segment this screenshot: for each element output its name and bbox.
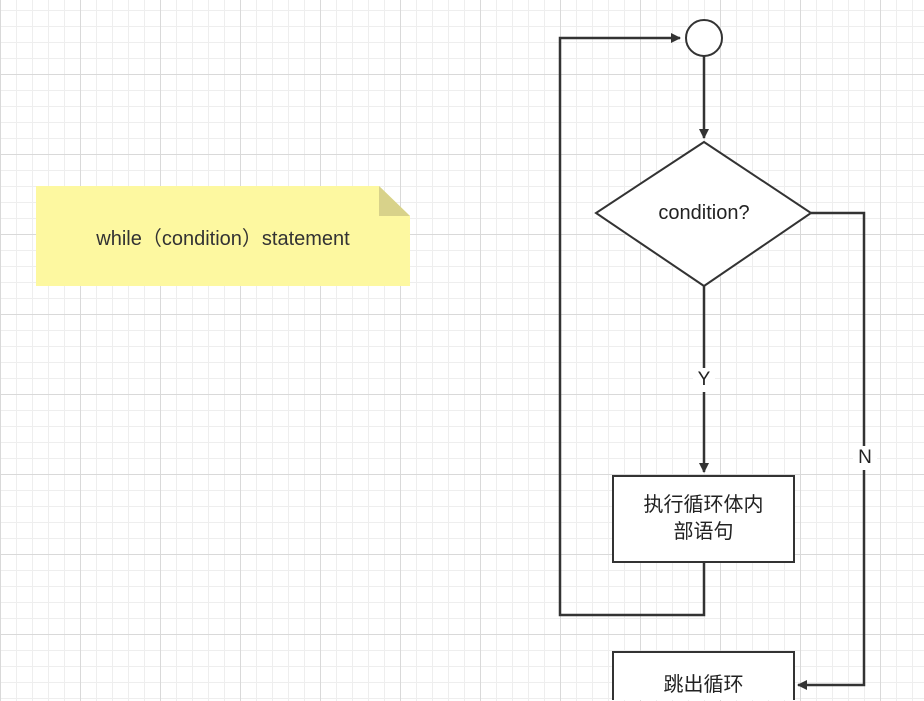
edge-yes-label: Y [693,368,715,392]
loop-body-node[interactable] [612,475,795,563]
loop-body-label: 执行循环体内 部语句 [614,477,793,561]
sticky-note-text: while（condition）statement [96,227,350,250]
edge-loop-back[interactable] [558,33,706,617]
exit-node[interactable] [612,651,795,700]
loop-body-label-line1: 执行循环体内 [643,494,764,516]
edge-no-label: N [853,446,877,470]
sticky-note[interactable] [36,186,410,286]
decision-label: condition? [658,201,750,224]
loop-body-label-line2: 部语句 [673,521,734,543]
start-node[interactable] [685,19,723,57]
exit-label: 跳出循环 [663,673,744,696]
